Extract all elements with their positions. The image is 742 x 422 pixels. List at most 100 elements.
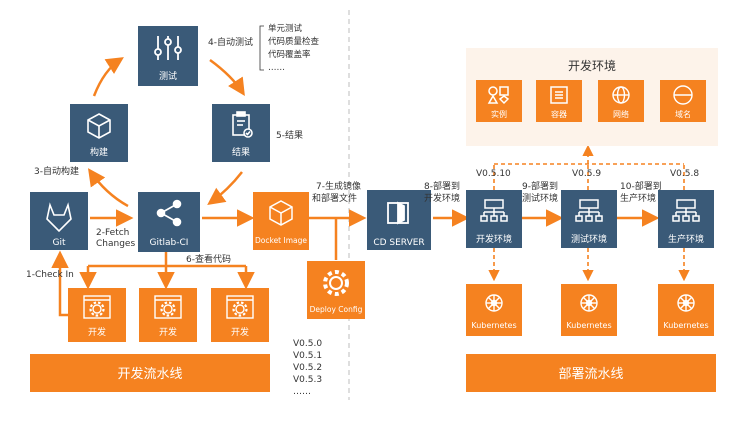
- bracket: [259, 25, 264, 71]
- bar-label: 开发流水线: [117, 366, 182, 382]
- node-label: 开发: [88, 326, 106, 338]
- node-label: Kubernetes: [566, 321, 611, 330]
- sliders-icon: [154, 36, 182, 60]
- node-label: Gitlab-CI: [150, 238, 189, 248]
- node-label: 构建: [90, 146, 108, 158]
- node-prod-env[interactable]: 生产环境: [658, 190, 714, 248]
- clipboard-check-icon: [232, 111, 253, 138]
- env-version-dev: V0.5.10: [476, 169, 511, 179]
- edge-label-result: 5-结果: [276, 129, 303, 141]
- www-icon: [673, 85, 693, 105]
- arrow-result-to-gitlab: [207, 171, 243, 206]
- auto-test-item: 单元测试: [268, 23, 303, 34]
- box-icon: [269, 200, 293, 226]
- image-version: V0.5.0: [293, 339, 322, 349]
- auto-test-item: 代码质量检查: [268, 36, 320, 47]
- node-kubernetes-test[interactable]: Kubernetes: [561, 284, 617, 336]
- kubernetes-icon: [677, 294, 695, 312]
- env-item-instance: 实例: [476, 80, 522, 122]
- node-deploy-config[interactable]: Deploy Config: [307, 261, 365, 319]
- node-cd-server[interactable]: CD SERVER: [367, 190, 431, 250]
- kubernetes-icon: [485, 294, 503, 312]
- arrow-gitlab-to-build: [88, 168, 129, 208]
- node-label: Kubernetes: [663, 321, 708, 330]
- node-dev-3[interactable]: 开发: [211, 288, 269, 342]
- arrow-test-to-result: [209, 58, 245, 96]
- image-version: V0.5.1: [293, 351, 322, 361]
- edge-label-fetch-changes: Changes: [96, 239, 135, 249]
- node-label: 测试: [159, 70, 177, 82]
- edge-label-gen-image: 7-生成镜像: [316, 180, 361, 192]
- edge-label-auto-build: 3-自动构建: [34, 165, 79, 177]
- shapes-icon: [487, 86, 510, 105]
- globe-icon: [612, 86, 630, 104]
- node-label: Deploy Config: [310, 305, 363, 314]
- edge-label-gen-image-2: 和部署文件: [312, 192, 357, 204]
- arrow-build-to-test: [92, 57, 124, 97]
- env-version-test: V0.5.9: [572, 169, 601, 179]
- edge-label-deploy-dev: 8-部署到: [424, 180, 460, 192]
- node-kubernetes-dev[interactable]: Kubernetes: [466, 284, 522, 336]
- env-panel-title: 开发环境: [568, 58, 616, 73]
- network-switch-icon: [480, 199, 508, 222]
- gitlab-icon: [46, 202, 72, 233]
- env-item-network: 网络: [598, 80, 644, 122]
- window-gear-icon: [226, 295, 254, 319]
- node-git[interactable]: Git: [30, 192, 88, 250]
- env-item-domain: 域名: [660, 80, 706, 122]
- env-item-label: 实例: [491, 109, 507, 119]
- kubernetes-icon: [580, 294, 598, 312]
- node-build[interactable]: 构建: [70, 104, 128, 162]
- node-test-env[interactable]: 测试环境: [561, 190, 617, 248]
- door-icon: [387, 201, 409, 225]
- node-label: Kubernetes: [471, 321, 516, 330]
- window-gear-icon: [154, 295, 182, 319]
- env-item-label: 容器: [551, 109, 567, 119]
- edge-label-deploy-prod-2: 生产环境: [620, 192, 656, 204]
- node-label: 开发: [231, 326, 249, 338]
- image-version: V0.5.3: [293, 375, 322, 385]
- env-item-label: 域名: [675, 109, 691, 119]
- node-label: 测试环境: [571, 233, 607, 245]
- container-icon: [550, 86, 568, 104]
- bar-label: 部署流水线: [558, 367, 623, 382]
- env-version-prod: V0.5.8: [670, 169, 699, 179]
- node-label: 结果: [232, 146, 250, 158]
- arrow-check-in: [51, 250, 69, 317]
- node-result[interactable]: 结果: [212, 104, 270, 162]
- node-label: 开发: [159, 326, 177, 338]
- auto-test-item: 代码覆盖率: [268, 49, 311, 60]
- image-version: ……: [293, 387, 311, 397]
- bar-deploy: 部署流水线: [466, 354, 716, 392]
- env-item-label: 网络: [613, 109, 629, 119]
- node-dev-2[interactable]: 开发: [139, 288, 197, 342]
- node-dev-env[interactable]: 开发环境: [466, 190, 522, 248]
- node-label: Docket Image: [255, 236, 307, 245]
- auto-test-item: ……: [268, 63, 285, 73]
- cube-icon: [87, 113, 111, 139]
- image-version: V0.5.2: [293, 363, 322, 373]
- node-docket-image[interactable]: Docket Image: [253, 192, 309, 250]
- node-gitlab-ci[interactable]: Gitlab-CI: [138, 192, 200, 252]
- node-label: 生产环境: [668, 233, 704, 245]
- node-label: CD SERVER: [373, 238, 424, 248]
- edge-label-deploy-test-2: 测试环境: [522, 192, 558, 204]
- env-item-container: 容器: [536, 80, 582, 122]
- node-dev-1[interactable]: 开发: [68, 288, 126, 342]
- network-switch-icon: [575, 199, 603, 222]
- gear-icon: [323, 270, 349, 296]
- bar-pipeline: 开发流水线: [30, 354, 270, 392]
- node-label: Git: [52, 238, 65, 248]
- network-switch-icon: [672, 199, 700, 222]
- node-test[interactable]: 测试: [138, 26, 198, 86]
- share-icon: [156, 199, 182, 227]
- edge-label-deploy-test: 9-部署到: [522, 180, 558, 192]
- window-gear-icon: [83, 295, 111, 319]
- edge-label-view-code: 6-查看代码: [186, 253, 231, 265]
- node-label: 开发环境: [476, 233, 512, 245]
- edge-label-auto-test: 4-自动测试: [208, 36, 253, 48]
- edge-label-deploy-dev-2: 开发环境: [424, 192, 460, 204]
- node-kubernetes-prod[interactable]: Kubernetes: [658, 284, 714, 336]
